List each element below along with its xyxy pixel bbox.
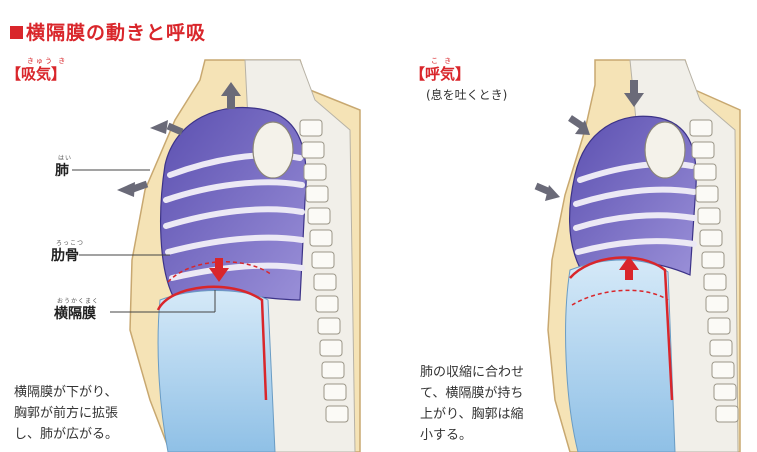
exhale-scapula <box>645 122 685 178</box>
inhale-caption-line: 横隔膜が下がり、 <box>14 382 118 403</box>
exhale-note: (息を吐くとき) <box>426 86 507 103</box>
exhale-figure <box>536 60 740 452</box>
lung-label: 肺 <box>55 160 69 180</box>
exhale-caption-line: 上がり、胸郭は縮 <box>420 404 524 425</box>
ribs-label: 肋骨 <box>51 245 79 265</box>
exhale-heading: 【呼気】 <box>410 63 470 84</box>
exhale-caption: 肺の収縮に合わせ て、横隔膜が持ち 上がり、胸郭は縮 小する。 <box>420 362 524 446</box>
exhale-inward-arrow-2 <box>536 185 560 201</box>
exhale-caption-line: て、横隔膜が持ち <box>420 383 524 404</box>
exhale-caption-line: 肺の収縮に合わせ <box>420 362 524 383</box>
title-square-icon <box>10 26 23 39</box>
page-title: 横隔膜の動きと呼吸 <box>10 18 206 45</box>
exhale-caption-line: 小する。 <box>420 425 524 446</box>
inhale-forward-arrow-2 <box>117 182 147 197</box>
inhale-scapula <box>253 122 293 178</box>
diaphragm-label: 横隔膜 <box>54 303 96 323</box>
inhale-caption-line: 胸郭が前方に拡張 <box>14 403 118 424</box>
inhale-heading: 【吸気】 <box>6 63 66 84</box>
inhale-abdomen <box>158 291 275 452</box>
inhale-caption: 横隔膜が下がり、 胸郭が前方に拡張 し、肺が広がる。 <box>14 382 118 445</box>
inhale-caption-line: し、肺が広がる。 <box>14 424 118 445</box>
exhale-abdomen <box>566 260 675 452</box>
